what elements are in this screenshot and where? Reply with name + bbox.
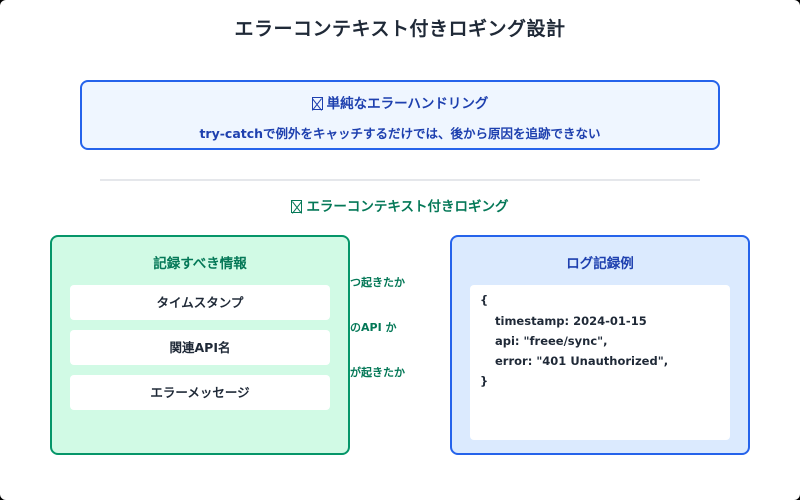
problem-description: try-catchで例外をキャッチするだけでは、後から原因を追跡できない [199, 126, 601, 141]
solution-heading: エラーコンテキスト付きロギング [0, 195, 800, 215]
log-panel: ログ記録例 { timestamp: 2024-01-15 api: "free… [450, 235, 750, 455]
problem-heading: 単純なエラーハンドリング [82, 92, 718, 112]
log-code-block: { timestamp: 2024-01-15 api: "freee/sync… [470, 285, 730, 440]
section-divider [100, 179, 700, 181]
annotation-when: つ起きたか [350, 276, 405, 289]
code-line-api: api: "freee/sync", [495, 334, 608, 348]
info-item-api-name: 関連API名 [70, 330, 330, 365]
info-item-timestamp: タイムスタンプ [70, 285, 330, 320]
page-title: エラーコンテキスト付きロギング設計 [234, 18, 566, 40]
code-line-open-brace: { [480, 293, 489, 307]
annotation-which-api: のAPI か [350, 321, 397, 334]
info-item-error-message: エラーメッセージ [70, 375, 330, 410]
code-line-close-brace: } [480, 374, 489, 388]
problem-box: 単純なエラーハンドリング try-catchで例外をキャッチするだけでは、後から… [80, 80, 720, 150]
missing-glyph-icon [291, 200, 303, 213]
info-panel-title: 記録すべき情報 [153, 256, 247, 272]
solution-heading-text: エラーコンテキスト付きロギング [306, 199, 509, 215]
log-panel-title: ログ記録例 [566, 256, 634, 272]
problem-heading-text: 単純なエラーハンドリング [326, 96, 489, 112]
info-panel: 記録すべき情報 タイムスタンプ 関連API名 エラーメッセージ [50, 235, 350, 455]
code-line-error: error: "401 Unauthorized", [495, 354, 669, 368]
annotation-what: が起きたか [350, 366, 405, 379]
missing-glyph-icon [311, 97, 323, 110]
code-line-timestamp: timestamp: 2024-01-15 [495, 314, 647, 328]
